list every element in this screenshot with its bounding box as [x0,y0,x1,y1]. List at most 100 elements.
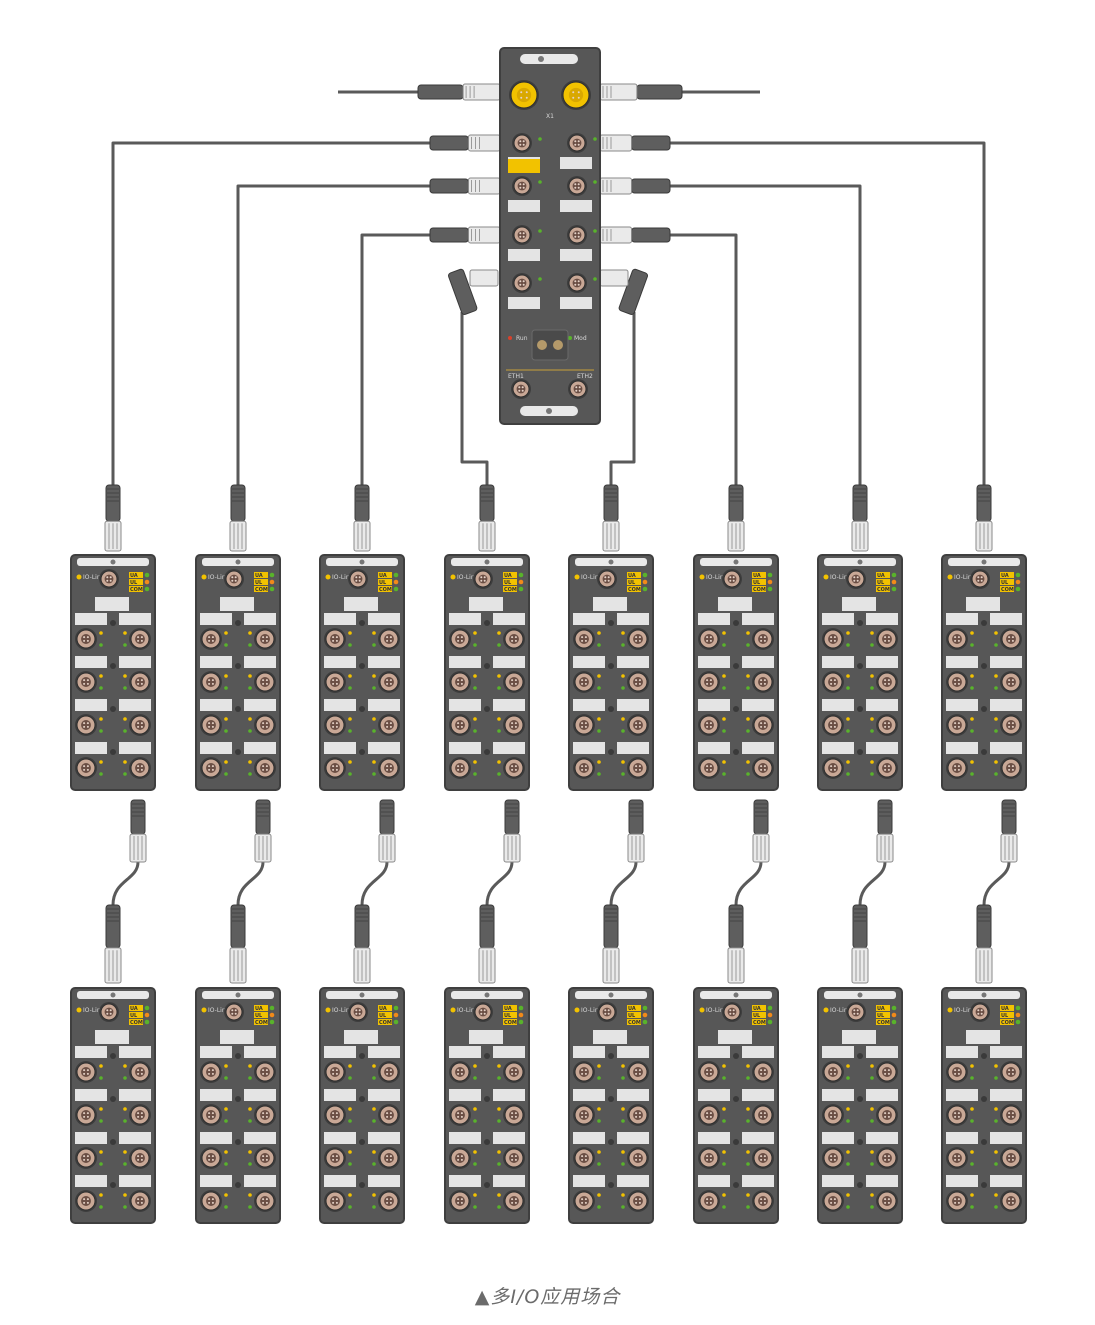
port-pin [457,1115,460,1118]
module-port-led [123,1193,127,1197]
module-mount-hole [110,992,116,998]
port-pin [519,140,522,143]
port-pin [957,722,960,725]
port-pin [1011,679,1014,682]
module-led-plate [254,1005,268,1011]
port-pin [460,1198,463,1201]
port-pin [830,1072,833,1075]
module-port-led [473,686,477,690]
module-port-label-right [617,613,649,625]
module-master-port [99,1002,119,1022]
connector-nut [468,134,501,152]
module-io-port-right [1000,671,1022,693]
module-output-connector-6 [752,799,770,863]
module-port-label-right [990,1175,1022,1187]
port-pin [511,1155,514,1158]
port-pin [86,765,89,768]
port-pin [887,722,890,725]
port-core [206,1196,216,1206]
port-core [455,677,465,687]
module-led-label: COM [628,1020,641,1026]
module-screw [981,1139,987,1145]
module-port-led [473,772,477,776]
port-pin [887,725,890,728]
module-screw [981,620,987,626]
module-port-led [621,717,625,721]
module-port-led [870,686,874,690]
port-pin [386,1115,389,1118]
port-core [633,763,643,773]
connector-body [130,799,146,835]
module-port-led [348,1150,352,1154]
module-label-plate [593,597,627,611]
module-port-led [746,1150,750,1154]
port-pin [887,679,890,682]
port-core [455,1153,465,1163]
module-port-label-right [368,656,400,668]
module-port-led [372,1076,376,1080]
port-pin [137,722,140,725]
module-port-label-right [866,742,898,754]
port-pin [211,1201,214,1204]
connector-body [379,799,395,835]
port-pin [977,1012,980,1015]
port-core [104,1007,114,1017]
module-io-port-right [503,757,525,779]
module-port-label-left [324,1089,356,1101]
port-pin [511,768,514,771]
module-port-led [621,760,625,764]
module-led-label: UL [628,1013,636,1019]
port-pin [208,1201,211,1204]
port-pin [522,186,525,189]
module-screw [359,663,365,669]
module-led [144,579,150,585]
hub-io-port-left-4 [512,273,532,293]
module-port-label-right [119,742,151,754]
module-led [891,1012,897,1018]
connector-body [753,799,769,835]
module-io-port-left [946,1061,968,1083]
port-core [260,720,270,730]
port-pin [265,1072,268,1075]
port-pin [514,768,517,771]
port-core [851,1007,861,1017]
module-io-port-left [822,1061,844,1083]
port-pin [706,768,709,771]
port-core [455,634,465,644]
connector-body [429,178,469,194]
port-pin [358,1009,361,1012]
module-port-led [99,717,103,721]
module-led [393,579,399,585]
module-screw [733,1053,739,1059]
module-io-port-right [752,671,774,693]
module-port-led [870,1119,874,1123]
port-core [1006,1196,1016,1206]
module-port-led [348,1119,352,1123]
module-port-label-left [200,1089,232,1101]
module-screw [608,706,614,712]
module-port-label-right [368,699,400,711]
port-core [572,278,582,288]
module-port-led [123,772,127,776]
module-port-led [994,1162,998,1166]
connector-body [230,904,246,949]
port-pin [231,1012,234,1015]
port-pin [635,1158,638,1161]
port-pin [386,1072,389,1075]
module-led-label: COM [877,587,890,593]
port-core [952,763,962,773]
module-port-label-right [368,742,400,754]
module-mount-hole [359,559,365,565]
port-core [704,1153,714,1163]
module-io-port-left [946,1147,968,1169]
module-port-led [746,1205,750,1209]
port-pin [208,1069,211,1072]
module-master-port [348,1002,368,1022]
module-port-label-left [573,1089,605,1101]
module-io-port-right [876,1104,898,1126]
port-pin [389,1112,392,1115]
port-pin [460,1112,463,1115]
module-io-port-left [75,757,97,779]
port-pin [1008,636,1011,639]
